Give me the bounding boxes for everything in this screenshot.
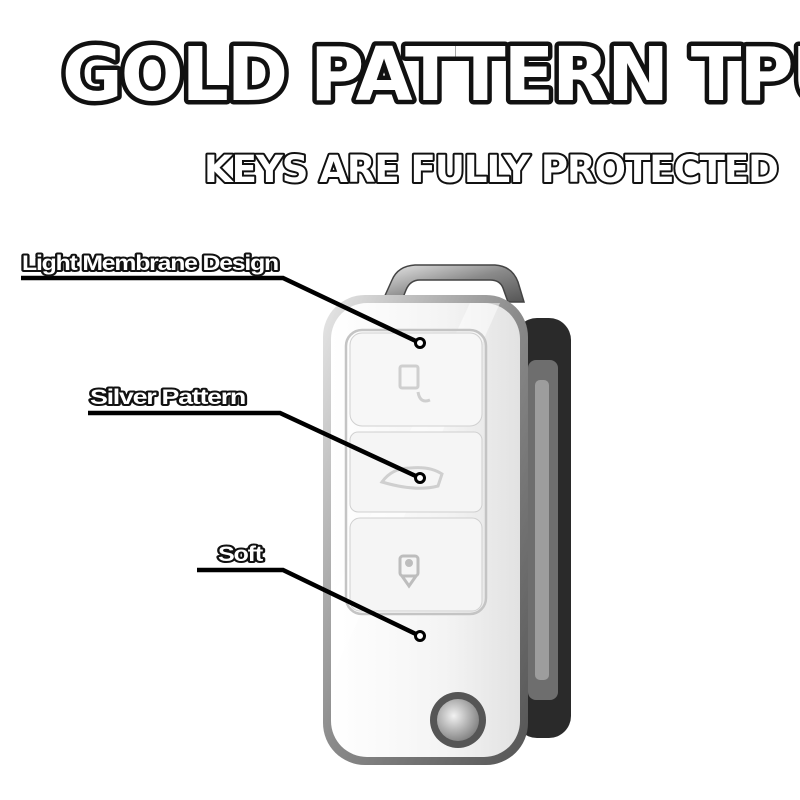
callout-label-soft: Soft	[218, 543, 263, 566]
key-fob-case	[323, 264, 571, 765]
callout-dot	[414, 472, 426, 484]
trunk-button	[349, 431, 483, 513]
callout-lines	[21, 275, 421, 639]
headline: GOLD PATTERN TPU	[62, 32, 800, 118]
unlock-icon	[398, 364, 431, 403]
callout-line-soft	[197, 567, 421, 639]
callout-line-membrane	[21, 275, 421, 346]
callout-label-membrane: Light Membrane Design	[22, 252, 278, 275]
callout-line-silver	[88, 410, 421, 481]
trunk-icon	[379, 466, 444, 490]
callout-label-silver: Silver Pattern	[90, 386, 245, 409]
callout-dot	[414, 630, 426, 642]
lock-button	[349, 517, 483, 612]
lock-icon	[398, 554, 420, 589]
button-panel	[344, 328, 488, 616]
callout-dot	[414, 337, 426, 349]
subheadline: KEYS ARE FULLY PROTECTED	[204, 148, 778, 191]
unlock-button	[349, 332, 483, 427]
